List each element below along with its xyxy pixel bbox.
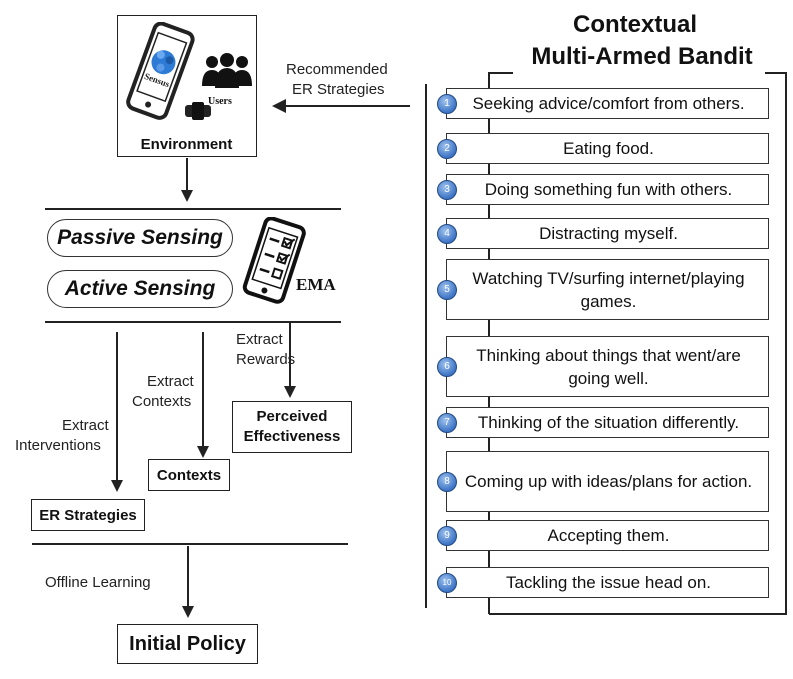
bandit-arm-label: Doing something fun with others.: [484, 180, 733, 199]
perceived-line-1: Perceived: [256, 408, 328, 425]
offline-arrow-line: [187, 546, 189, 608]
passive-sensing-pill: Passive Sensing: [47, 219, 233, 257]
environment-label: Environment: [140, 136, 233, 153]
recommended-label-1: Recommended: [286, 61, 388, 78]
bandit-arm-number-badge: 5: [437, 279, 457, 300]
bandit-arm: Tackling the issue head on.: [446, 567, 769, 598]
bandit-arm: Accepting them.: [446, 520, 769, 551]
bandit-arm-number-badge: 8: [437, 471, 457, 492]
bandit-title-2: Multi-Armed Bandit: [531, 43, 753, 70]
bandit-arm: Watching TV/surfing internet/playing gam…: [446, 259, 769, 320]
bandit-arm-label: Seeking advice/comfort from others.: [472, 94, 745, 113]
perceived-line-2: Effectiveness: [243, 428, 341, 445]
recommended-arrowhead-icon: [272, 99, 286, 113]
bandit-bottom-edge: [489, 613, 787, 615]
bandit-arm-number-badge: 3: [437, 179, 457, 200]
learning-divider: [32, 543, 348, 545]
bandit-arm-number-badge: 10: [437, 572, 457, 593]
recommended-label-2: ER Strategies: [292, 81, 385, 98]
bandit-arm-number-badge: 4: [437, 223, 457, 244]
bandit-arm: Eating food.: [446, 133, 769, 164]
bandit-arm-label: Tackling the issue head on.: [505, 573, 712, 592]
extract-interventions-label-2: Interventions: [15, 437, 101, 454]
rewards-arrowhead-icon: [284, 386, 296, 398]
bandit-arm: Doing something fun with others.: [446, 174, 769, 205]
bandit-arm-number-badge: 2: [437, 138, 457, 159]
bandit-arm: Distracting myself.: [446, 218, 769, 249]
smartphone-icon: Sensus: [126, 22, 195, 120]
bandit-arm-label: Watching TV/surfing internet/playing gam…: [472, 268, 745, 311]
bandit-arm-label: Distracting myself.: [539, 224, 678, 243]
bandit-arm: Coming up with ideas/plans for action.: [446, 451, 769, 512]
rewards-arrow-line: [289, 323, 291, 389]
ema-label: EMA: [296, 275, 336, 294]
extract-interventions-label-1: Extract: [62, 417, 109, 434]
bandit-left-bracket: [425, 84, 427, 608]
env-down-arrow-line: [186, 158, 188, 192]
offline-arrowhead-icon: [182, 606, 194, 618]
bandit-arm-number-badge: 6: [437, 356, 457, 377]
bandit-title-1: Contextual: [572, 11, 697, 38]
ema-phone-icon: [242, 217, 306, 304]
bandit-top-right-edge: [765, 72, 787, 74]
environment-box: Sensus Users Environment: [117, 15, 257, 157]
contexts-box: Contexts: [148, 459, 230, 491]
active-sensing-pill: Active Sensing: [47, 270, 233, 308]
offline-learning-label: Offline Learning: [45, 574, 151, 591]
extract-rewards-label-2: Rewards: [236, 351, 296, 368]
perceived-effectiveness-box: Perceived Effectiveness: [232, 401, 352, 453]
interventions-arrow-line: [116, 332, 118, 482]
bandit-arm-label: Thinking about things that went/are goin…: [476, 345, 741, 388]
sensing-bottom-divider: [45, 321, 341, 323]
bandit-arm-number-badge: 7: [437, 412, 457, 433]
bandit-arm-label: Eating food.: [563, 139, 654, 158]
bandit-top-left-edge: [489, 72, 513, 74]
bandit-arm-number-badge: 1: [437, 93, 457, 114]
recommended-arrow-line: [282, 105, 410, 107]
extract-contexts-label-2: Contexts: [132, 393, 192, 410]
er-strategies-box: ER Strategies: [31, 499, 145, 531]
extract-contexts-label-1: Extract: [147, 373, 194, 390]
contexts-arrowhead-icon: [197, 446, 209, 458]
users-label: Users: [208, 96, 232, 107]
fitness-band-icon: [185, 102, 211, 120]
bandit-right-edge: [785, 72, 787, 614]
sensing-top-divider: [45, 208, 341, 210]
bandit-arm-label: Thinking of the situation differently.: [477, 413, 740, 432]
users-icon: [202, 53, 252, 88]
interventions-arrowhead-icon: [111, 480, 123, 492]
bandit-arm-label: Coming up with ideas/plans for action.: [464, 472, 753, 491]
bandit-arm: Thinking about things that went/are goin…: [446, 336, 769, 397]
initial-policy-box: Initial Policy: [117, 624, 258, 664]
extract-rewards-label-1: Extract: [236, 331, 283, 348]
bandit-arm-number-badge: 9: [437, 525, 457, 546]
bandit-arm: Seeking advice/comfort from others.: [446, 88, 769, 119]
contexts-arrow-line: [202, 332, 204, 448]
bandit-arm-label: Accepting them.: [547, 526, 670, 545]
env-down-arrowhead-icon: [181, 190, 193, 202]
bandit-arm: Thinking of the situation differently.: [446, 407, 769, 438]
